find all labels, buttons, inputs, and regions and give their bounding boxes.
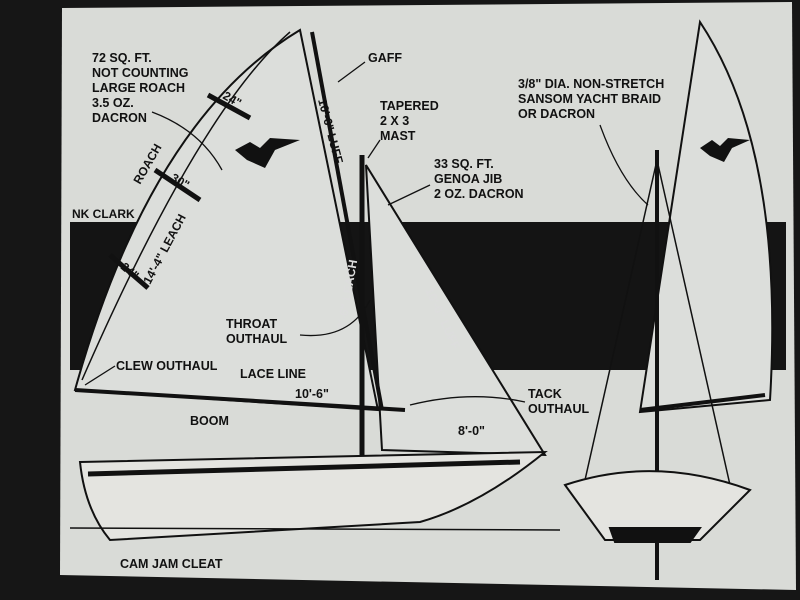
- foot-length-label: 8'-0": [458, 424, 485, 438]
- batten-mid: [153, 167, 202, 203]
- front-boom: [639, 393, 766, 412]
- boom-length-label: 10'-6": [295, 387, 329, 401]
- mainsail-roach-curve: [81, 31, 291, 381]
- lace-line-label: LACE LINE: [240, 367, 306, 381]
- front-stay-right: [656, 159, 731, 486]
- jib-spec-label: 33 SQ. FT. GENOA JIB 2 OZ. DACRON: [434, 157, 524, 201]
- front-stay-left: [584, 159, 658, 481]
- front-view: [563, 19, 774, 580]
- tack-outhaul-label: TACK OUTHAUL: [528, 387, 589, 416]
- jib: [365, 164, 547, 457]
- clew-outhaul-label: CLEW OUTHAUL: [116, 359, 218, 373]
- side-view: [69, 28, 561, 542]
- front-hull: [563, 470, 752, 541]
- gaff-spar: [310, 31, 384, 411]
- boom-label: BOOM: [190, 414, 229, 428]
- front-pelican-logo: [700, 138, 750, 162]
- line-spec-label: 3/8" DIA. NON-STRETCH SANSOM YACHT BRAID…: [518, 77, 668, 121]
- hull: [78, 450, 548, 542]
- throat-outhaul-label: THROAT OUTHAUL: [226, 317, 287, 346]
- gaff-label: GAFF: [368, 51, 402, 65]
- mainsail: [73, 28, 380, 412]
- mainsail-spec-label: 72 SQ. FT. NOT COUNTING LARGE ROACH 3.5 …: [92, 51, 192, 125]
- mast-spec-label: TAPERED 2 X 3 MAST: [380, 99, 442, 143]
- waterline: [69, 527, 561, 531]
- gunwale: [87, 459, 521, 477]
- cam-jam-cleat-label: CAM JAM CLEAT: [120, 557, 223, 571]
- front-sail: [638, 19, 774, 414]
- front-keel: [608, 527, 702, 543]
- leader-lines: [84, 61, 649, 406]
- pelican-logo: [235, 138, 300, 168]
- batten-top: [206, 92, 252, 121]
- boom-spar: [74, 388, 406, 412]
- batten-low: [108, 253, 150, 290]
- credit-label: NK CLARK: [72, 207, 135, 221]
